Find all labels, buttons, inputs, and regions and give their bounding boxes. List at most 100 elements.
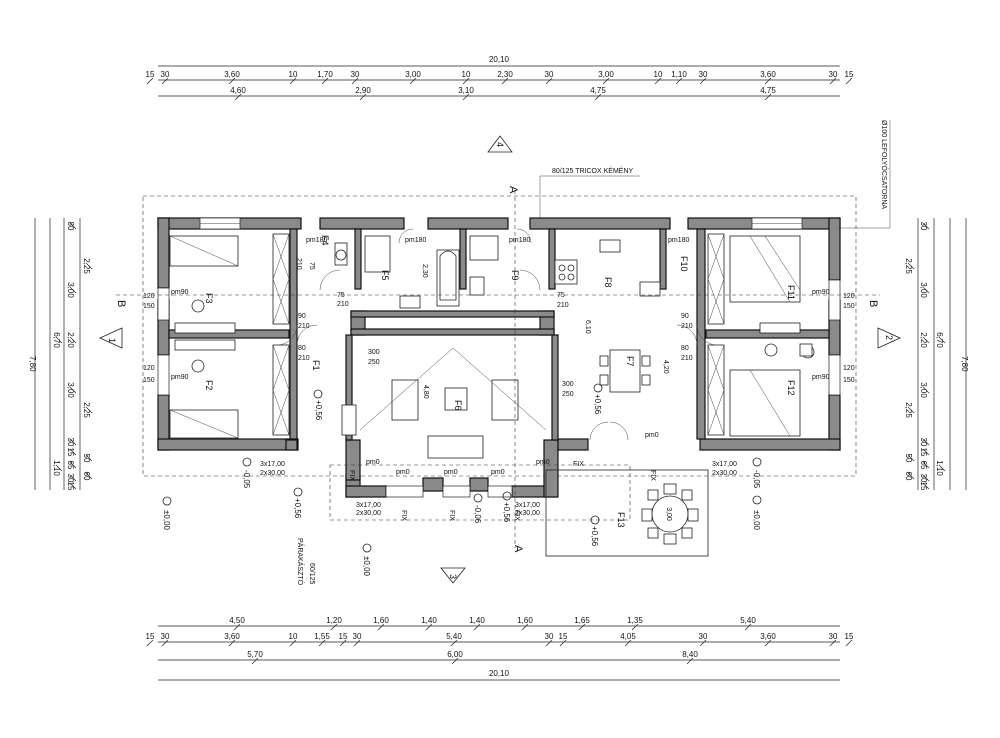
view-marker-4: 4 — [495, 142, 505, 147]
svg-text:2x30,00: 2x30,00 — [356, 510, 381, 517]
dimension-tick — [675, 77, 683, 85]
dimension-label: 15 — [559, 632, 568, 641]
dimension-tick — [764, 639, 772, 647]
svg-text:2x30,00: 2x30,00 — [515, 510, 540, 517]
room-label-f13: F13 — [616, 512, 626, 528]
dimension-tick — [228, 77, 236, 85]
room-label-f3: F3 — [204, 293, 214, 304]
dimension-label: 30 — [919, 438, 928, 447]
svg-text:+0,56: +0,56 — [314, 400, 323, 421]
downpipe-label: Ø100 LEFOLYÓCSATORNA — [880, 120, 889, 209]
dimension-label: 15 — [919, 448, 928, 457]
dimension-label: 1,40 — [469, 616, 485, 625]
svg-text:pm90: pm90 — [171, 374, 189, 381]
svg-text:210: 210 — [557, 302, 569, 309]
dimension-label: 3,00 — [919, 282, 928, 298]
svg-text:75: 75 — [308, 262, 315, 270]
dimension-tick — [359, 93, 367, 101]
room-label-f6: F6 — [453, 400, 463, 411]
svg-text:120: 120 — [143, 365, 155, 372]
section-b-right: B — [867, 300, 879, 307]
dimension-label: 15 — [919, 482, 928, 491]
dimension-label: 1,60 — [517, 616, 533, 625]
room-label-f8: F8 — [603, 277, 613, 288]
furniture — [169, 235, 815, 459]
dimension-label: 30 — [829, 632, 838, 641]
dimension-tick — [85, 454, 93, 462]
dimension-tick — [450, 639, 458, 647]
svg-text:pm180: pm180 — [306, 237, 328, 244]
dimension-label: 3,00 — [598, 70, 614, 79]
dimension-tick — [451, 657, 459, 665]
svg-text:pm0: pm0 — [396, 469, 410, 476]
dimension-label: 30 — [66, 438, 75, 447]
dimension-tick — [521, 623, 529, 631]
svg-text:2x30,00: 2x30,00 — [260, 470, 285, 477]
dimension-label: 4,50 — [229, 616, 245, 625]
svg-text:300: 300 — [562, 381, 574, 388]
dimension-tick — [69, 482, 77, 490]
svg-text:pm0: pm0 — [491, 469, 505, 476]
dimension-tick — [330, 623, 338, 631]
dimension-tick — [409, 77, 417, 85]
dimension-label: 3,60 — [760, 70, 776, 79]
dimension-tick — [907, 472, 915, 480]
section-a-bottom: A — [512, 545, 524, 553]
elevation-markers: ±0,00 ±0,00 ±0,00 +0,56 +0,56 +0,56 +0,5… — [162, 383, 762, 577]
dimension-tick — [699, 639, 707, 647]
dimension-label: 15 — [66, 448, 75, 457]
dimension-label: 1,60 — [373, 616, 389, 625]
dim-left-total: 7,80 — [28, 356, 37, 372]
dimension-tick — [922, 222, 930, 230]
dimension-label: 1,20 — [326, 616, 342, 625]
dimension-label: 15 — [845, 632, 854, 641]
svg-text:250: 250 — [368, 359, 380, 366]
dimension-label: 3,00 — [405, 70, 421, 79]
dimension-label: 30 — [161, 632, 170, 641]
dimension-label: 2,25 — [904, 258, 913, 274]
dimension-tick — [353, 639, 361, 647]
dimension-left: 7,80 803,002,203,0030156530152,252,25506… — [28, 218, 93, 491]
dimension-label: 1,10 — [671, 70, 687, 79]
dimension-tick — [829, 77, 837, 85]
section-b-left: B — [115, 300, 127, 307]
dimension-tick — [907, 406, 915, 414]
svg-text:250: 250 — [562, 391, 574, 398]
dimension-label: 1,10 — [935, 460, 944, 476]
dimension-tick — [922, 438, 930, 446]
dimension-label: 10 — [289, 632, 298, 641]
dimension-label: 4,60 — [230, 86, 246, 95]
dimension-tick — [339, 639, 347, 647]
dimension-label: 6,70 — [935, 332, 944, 348]
room-label-f7: F7 — [625, 356, 635, 367]
dimension-label: 2,30 — [497, 70, 513, 79]
dimension-label: 30 — [66, 474, 75, 483]
dim-bottom-total: 20,10 — [489, 669, 510, 678]
svg-text:80: 80 — [298, 345, 306, 352]
room-label-f2: F2 — [204, 380, 214, 391]
dimension-label: 65 — [66, 461, 75, 470]
dimension-tick — [228, 639, 236, 647]
dimension-tick — [602, 77, 610, 85]
dimension-tick — [234, 93, 242, 101]
dimension-label: 65 — [919, 461, 928, 470]
dimension-tick — [845, 77, 853, 85]
svg-text:pm180: pm180 — [405, 237, 427, 244]
dimension-label: 50 — [904, 454, 913, 463]
dimension-tick — [377, 623, 385, 631]
dimension-label: 30 — [545, 70, 554, 79]
dimension-tick — [922, 474, 930, 482]
dimension-label: 1,65 — [574, 616, 590, 625]
dimension-tick — [764, 77, 772, 85]
dimension-tick — [473, 623, 481, 631]
room-label-f1: F1 — [311, 360, 321, 371]
svg-text:FIX: FIX — [649, 470, 656, 481]
section-marks: B B A A 1 2 3 4 — [99, 135, 901, 584]
svg-text:3x17,00: 3x17,00 — [356, 502, 381, 509]
dimension-label: 8,40 — [682, 650, 698, 659]
dimension-label: 15 — [845, 70, 854, 79]
dimension-tick — [938, 336, 946, 344]
dimension-label: 6,70 — [52, 332, 61, 348]
dimension-label: 3,00 — [66, 282, 75, 298]
